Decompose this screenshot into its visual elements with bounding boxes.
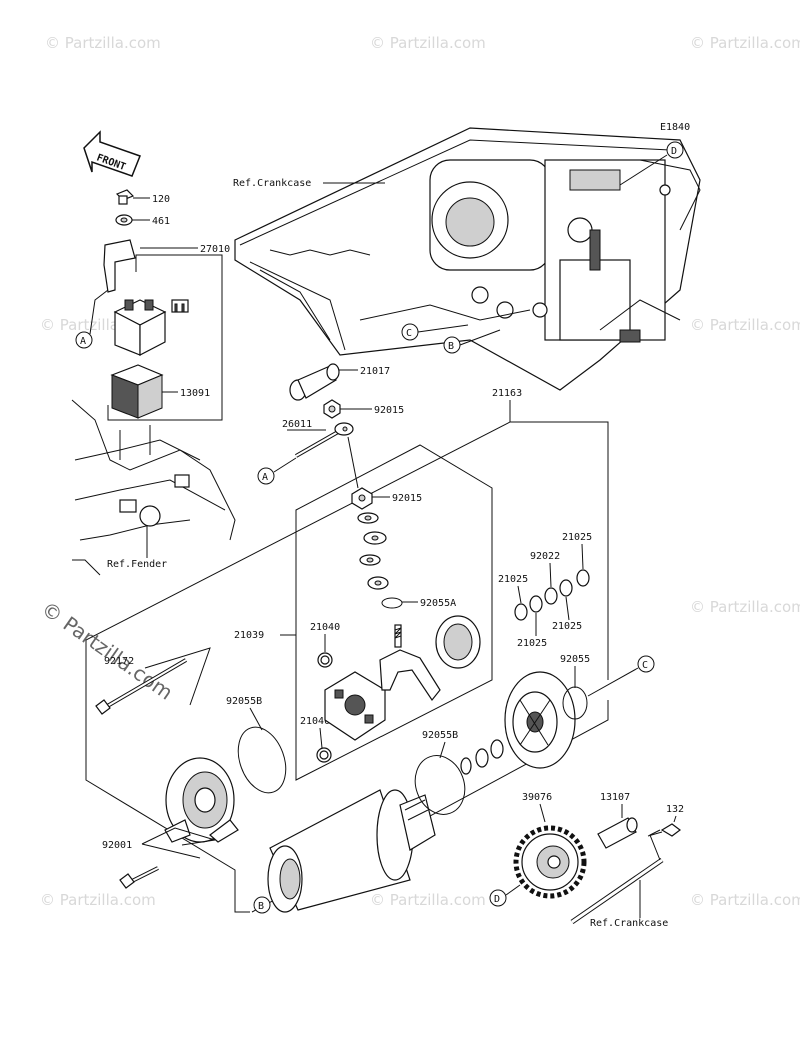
watermark: © Partzilla.com bbox=[370, 891, 486, 909]
part-21040-top: 21040 bbox=[310, 622, 340, 633]
washer-stack bbox=[357, 512, 389, 590]
relay-bracket bbox=[103, 239, 136, 293]
callout-d bbox=[489, 889, 507, 907]
part-132: 132 bbox=[666, 804, 684, 815]
part-21039: 21039 bbox=[234, 630, 264, 641]
part-39076: 39076 bbox=[522, 792, 552, 803]
starter-motor-body bbox=[267, 789, 436, 913]
brush-ring bbox=[435, 615, 481, 669]
part-21163: 21163 bbox=[492, 388, 522, 399]
callout-a-label: A bbox=[80, 336, 86, 347]
callout-c-label: C bbox=[642, 660, 648, 671]
starter-rear-cover bbox=[164, 757, 239, 843]
starter-relay-27010 bbox=[113, 299, 167, 356]
callout-d bbox=[666, 141, 684, 159]
part-92055b-left: 92055B bbox=[226, 696, 262, 707]
diagram-code: E1840 bbox=[660, 122, 690, 133]
callout-c bbox=[637, 655, 655, 673]
bolt-132 bbox=[660, 823, 681, 837]
part-92055b-middle: 92055B bbox=[422, 730, 458, 741]
part-13107: 13107 bbox=[600, 792, 630, 803]
watermark: © Partzilla.com bbox=[40, 891, 156, 909]
part-92172: 92172 bbox=[104, 656, 134, 667]
oring-92055a bbox=[381, 597, 403, 609]
part-120: 120 bbox=[152, 194, 170, 205]
callout-b-label: B bbox=[448, 341, 454, 352]
brush-plate-arm bbox=[379, 649, 441, 702]
starter-front-cover bbox=[504, 671, 576, 769]
part-92055a: 92055A bbox=[420, 598, 456, 609]
brush-spring-21040 bbox=[317, 652, 333, 668]
shim-group bbox=[514, 569, 590, 621]
ref-crankcase-bottom: Ref.Crankcase bbox=[590, 918, 668, 929]
part-92015-top: 92015 bbox=[374, 405, 404, 416]
part-92015-lower: 92015 bbox=[392, 493, 422, 504]
shim-washers bbox=[460, 739, 504, 775]
terminal-boot-21017 bbox=[289, 363, 340, 401]
part-21025-b: 21025 bbox=[498, 574, 528, 585]
spacer-13107 bbox=[597, 817, 638, 849]
oring-92055b bbox=[414, 755, 466, 815]
oring-92055b bbox=[237, 726, 287, 794]
brush-holder-kit-box bbox=[295, 444, 493, 781]
callout-a bbox=[75, 331, 93, 349]
brush-holder-plate bbox=[324, 671, 386, 741]
fuse-icon bbox=[171, 299, 189, 313]
watermark: © Partzilla.com bbox=[690, 891, 800, 909]
part-21025-d: 21025 bbox=[552, 621, 582, 632]
callout-c-label: C bbox=[406, 328, 412, 339]
through-bolt-92172 bbox=[95, 658, 188, 715]
bolt-120 bbox=[115, 189, 135, 205]
fender-illustration bbox=[71, 399, 236, 576]
callout-a-label: A bbox=[262, 472, 268, 483]
watermark: © Partzilla.com bbox=[690, 34, 800, 52]
ref-crankcase-top: Ref.Crankcase bbox=[233, 178, 311, 189]
part-21025-a: 21025 bbox=[562, 532, 592, 543]
part-27010: 27010 bbox=[200, 244, 230, 255]
part-13091: 13091 bbox=[180, 388, 210, 399]
watermark: © Partzilla.com bbox=[690, 316, 800, 334]
part-461: 461 bbox=[152, 216, 170, 227]
watermark: © Partzilla.com bbox=[370, 34, 486, 52]
part-92022: 92022 bbox=[530, 551, 560, 562]
relay-cover-13091 bbox=[110, 364, 164, 419]
gear-shaft bbox=[570, 829, 664, 925]
part-92001: 92001 bbox=[102, 840, 132, 851]
callout-d-label: D bbox=[671, 146, 677, 157]
part-21017: 21017 bbox=[360, 366, 390, 377]
watermark-prominent: © Partzilla.com bbox=[37, 596, 177, 704]
callout-b bbox=[253, 896, 271, 914]
part-26011: 26011 bbox=[282, 419, 312, 430]
callout-b-label: B bbox=[258, 901, 264, 912]
bolt-92001 bbox=[119, 866, 159, 889]
part-21025-c: 21025 bbox=[517, 638, 547, 649]
part-92055: 92055 bbox=[560, 654, 590, 665]
watermark: © Partzilla.com bbox=[690, 598, 800, 616]
brush-lead-bolt bbox=[394, 624, 402, 648]
part-21040-bottom: 21040 bbox=[300, 716, 330, 727]
callout-d-label: D bbox=[494, 894, 500, 905]
ref-fender: Ref.Fender bbox=[107, 559, 167, 570]
front-arrow-icon: FRONT bbox=[83, 130, 141, 177]
watermark: © Partzilla.com bbox=[45, 34, 161, 52]
starter-cable-26011 bbox=[295, 422, 354, 458]
brush-spring-21040 bbox=[316, 747, 332, 763]
starter-idle-gear-39076 bbox=[513, 825, 587, 899]
callout-a bbox=[257, 467, 275, 485]
crankcase-illustration bbox=[234, 127, 701, 391]
